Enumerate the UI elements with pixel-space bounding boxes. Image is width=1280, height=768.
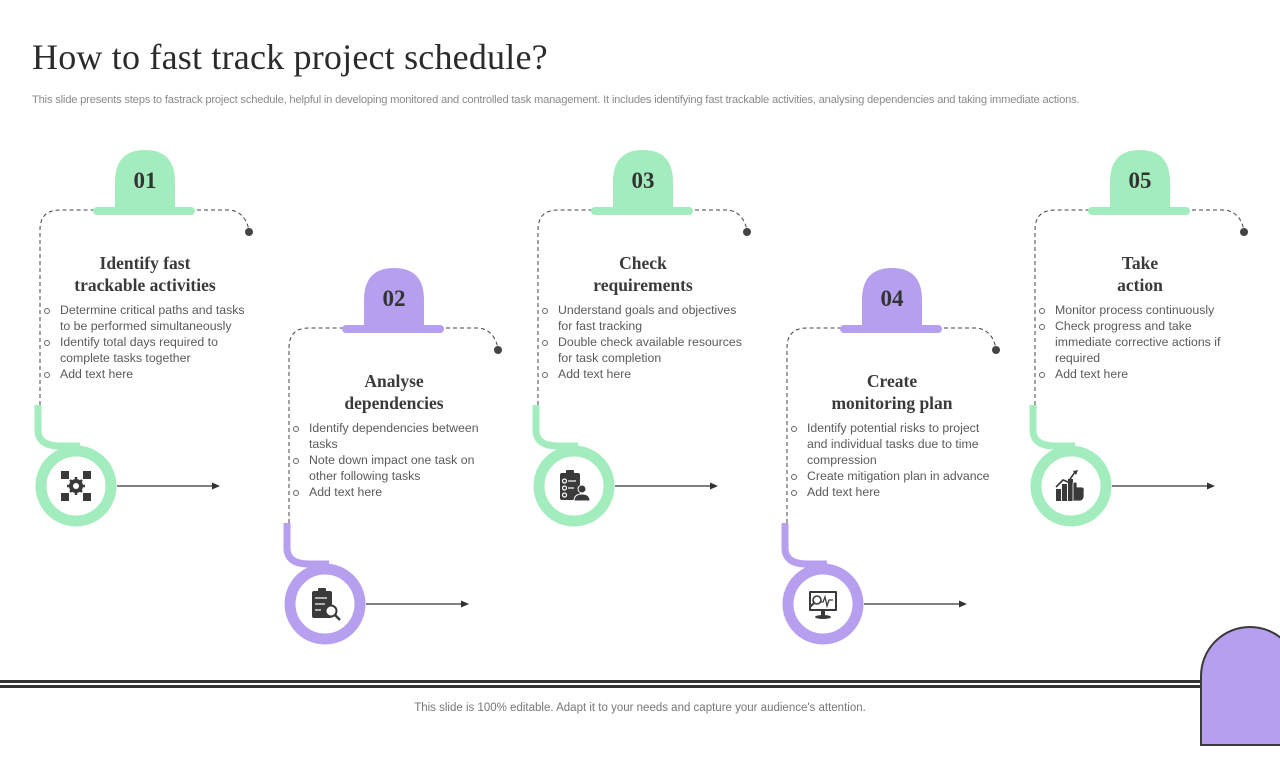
step-02: 02 Analyse dependencies Identify depende… — [279, 268, 509, 768]
step-bullets: Identify potential risks to project and … — [789, 420, 999, 500]
step-bullet: Check progress and take immediate correc… — [1037, 318, 1247, 366]
clipboard-person-icon — [557, 469, 591, 503]
step-title: Create monitoring plan — [777, 370, 1007, 414]
step-title-line2: dependencies — [344, 393, 444, 413]
step-01: 01 Identify fast trackable activities De… — [30, 150, 260, 650]
gear-network-icon — [59, 469, 93, 503]
step-frame — [1029, 150, 1248, 527]
step-number: 04 — [880, 286, 904, 311]
step-bullet: Identify total days required to complete… — [42, 334, 252, 366]
step-bullet: Add text here — [789, 484, 999, 500]
step-bullet: Create mitigation plan in advance — [789, 468, 999, 484]
step-05: 05 Take action Monitor process continuou… — [1025, 150, 1255, 650]
step-title-line1: Create — [866, 371, 918, 391]
step-bullet: Monitor process continuously — [1037, 302, 1247, 318]
step-title-line1: Check — [619, 253, 667, 273]
step-title-line1: Identify fast — [99, 253, 191, 273]
step-bullet: Double check available resources for tas… — [540, 334, 750, 366]
step-title-line2: monitoring plan — [831, 393, 953, 413]
monitor-analytics-icon — [806, 587, 840, 621]
growth-chart-hand-icon — [1054, 469, 1088, 503]
step-bullet: Determine critical paths and tasks to be… — [42, 302, 252, 334]
step-title-line2: requirements — [593, 275, 693, 295]
step-title: Take action — [1025, 252, 1255, 296]
clipboard-search-icon — [308, 587, 342, 621]
step-bullet: Understand goals and objectives for fast… — [540, 302, 750, 334]
step-title-line1: Take — [1121, 253, 1159, 273]
step-frame — [532, 150, 751, 527]
step-number: 02 — [382, 286, 406, 311]
step-frame — [34, 150, 253, 527]
step-number: 05 — [1128, 168, 1152, 193]
page-subtitle: This slide presents steps to fastrack pr… — [32, 94, 1080, 106]
step-number: 03 — [631, 168, 655, 193]
step-title: Analyse dependencies — [279, 370, 509, 414]
step-04: 04 Create monitoring plan Identify poten… — [777, 268, 1007, 768]
step-bullet: Add text here — [291, 484, 501, 500]
step-bullet: Note down impact one task on other follo… — [291, 452, 501, 484]
page-title: How to fast track project schedule? — [32, 37, 548, 77]
step-frame — [283, 268, 502, 645]
step-bullet: Add text here — [42, 366, 252, 382]
step-frame — [781, 268, 1000, 645]
step-title-line1: Analyse — [364, 371, 424, 391]
step-bullet: Add text here — [1037, 366, 1247, 382]
step-title: Check requirements — [528, 252, 758, 296]
footer-text: This slide is 100% editable. Adapt it to… — [414, 702, 866, 714]
step-title-line2: trackable activities — [74, 275, 216, 295]
step-title-line2: action — [1117, 275, 1163, 295]
corner-decoration — [1200, 626, 1280, 746]
step-bullets: Determine critical paths and tasks to be… — [42, 302, 252, 382]
step-03: 03 Check requirements Understand goals a… — [528, 150, 758, 650]
step-bullet: Identify potential risks to project and … — [789, 420, 999, 468]
step-bullet: Identify dependencies between tasks — [291, 420, 501, 452]
step-title: Identify fast trackable activities — [30, 252, 260, 296]
step-bullets: Understand goals and objectives for fast… — [540, 302, 750, 382]
step-number: 01 — [133, 168, 157, 193]
step-bullet: Add text here — [540, 366, 750, 382]
footer-divider — [0, 680, 1200, 688]
